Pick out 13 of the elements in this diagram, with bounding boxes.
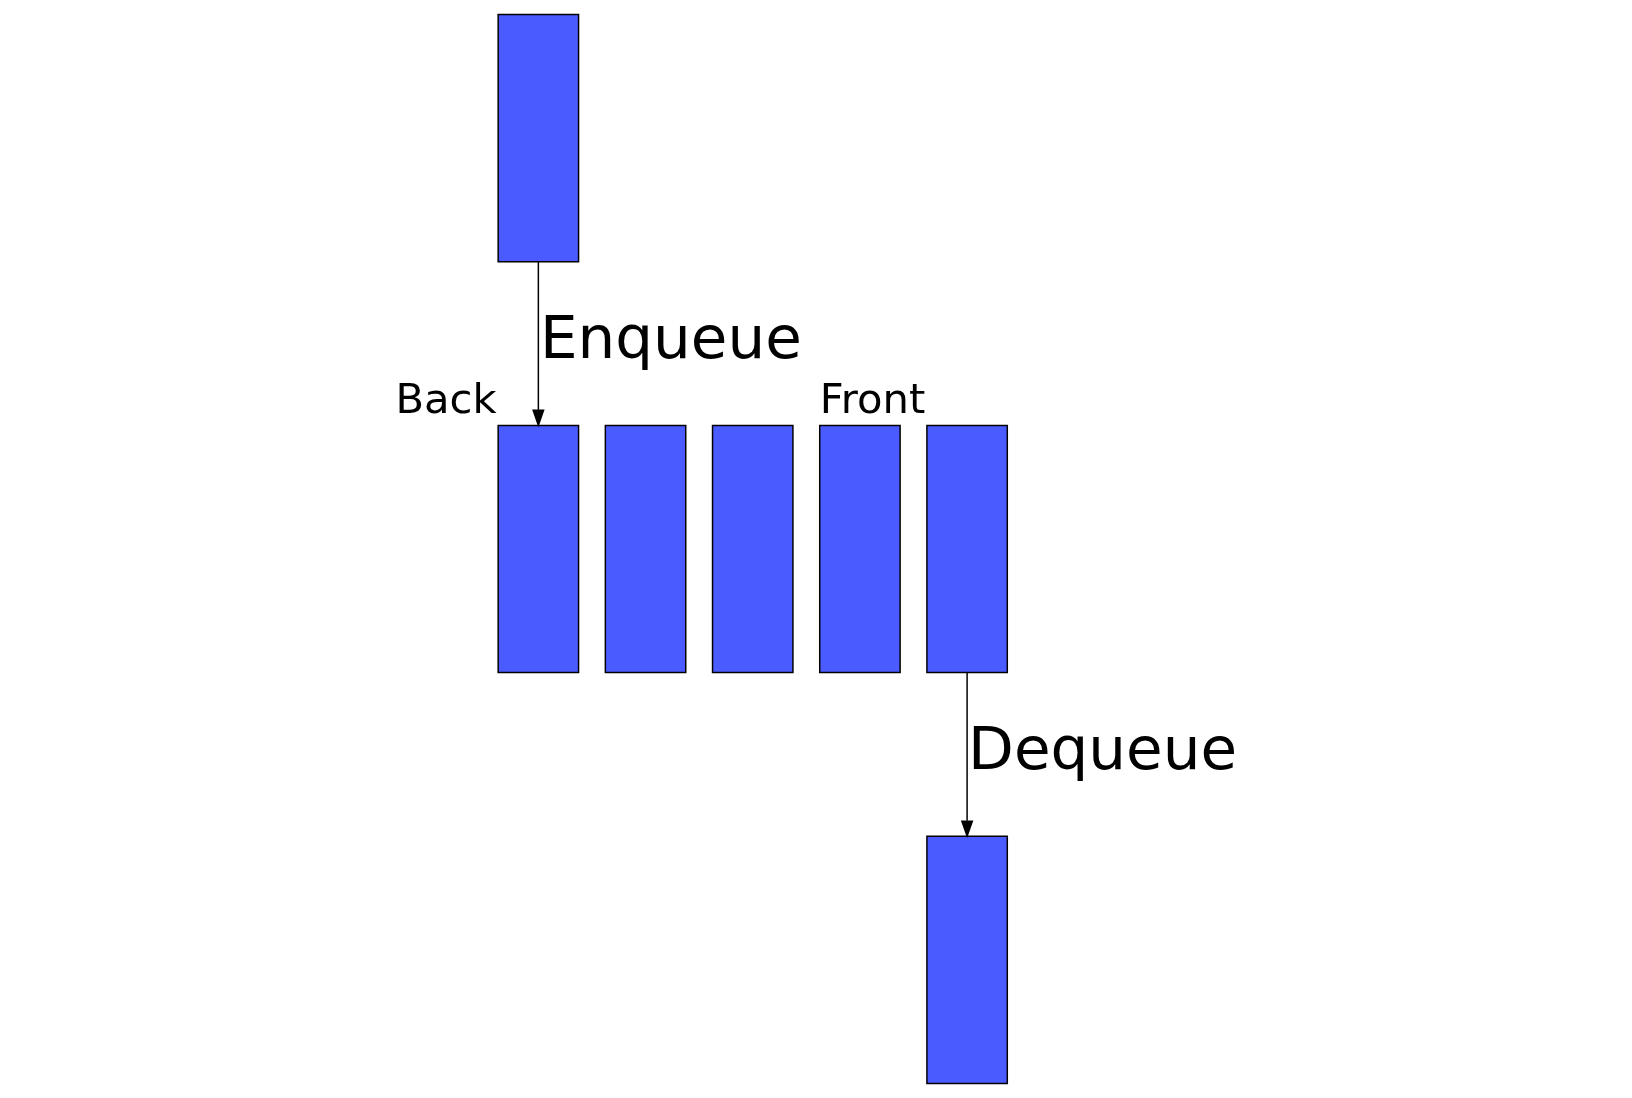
node-box xyxy=(497,424,580,674)
node-box xyxy=(604,424,687,674)
arrow xyxy=(532,261,545,428)
edge-label: Enqueue xyxy=(539,303,802,373)
node-label: Front xyxy=(819,373,926,423)
node-box xyxy=(818,424,901,674)
node-label: Back xyxy=(395,373,497,423)
node-box xyxy=(711,424,794,674)
edge-label: Dequeue xyxy=(968,714,1238,784)
node-box xyxy=(926,835,1009,1085)
node-box xyxy=(497,13,580,263)
node-box xyxy=(926,424,1009,674)
arrow xyxy=(960,672,974,839)
